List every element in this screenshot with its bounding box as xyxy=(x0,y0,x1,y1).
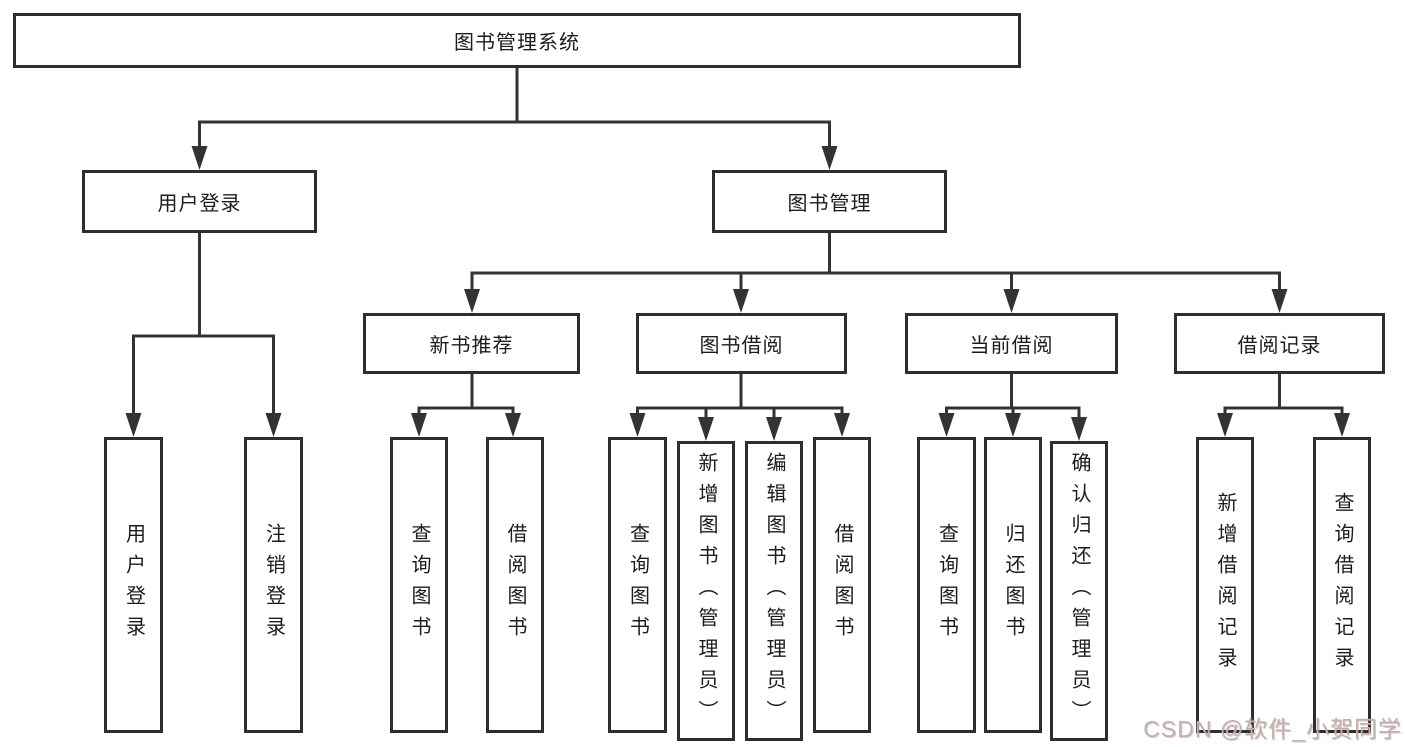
leaf-nb-borrow-books: 借阅图书 xyxy=(486,437,544,733)
node-root: 图书管理系统 xyxy=(13,13,1021,68)
node-current-borrow: 当前借阅 xyxy=(905,313,1118,374)
leaf-bb-edit-books-admin: 编辑图书（管理员） xyxy=(745,441,803,741)
leaf-bb-borrow-books: 借阅图书 xyxy=(813,437,871,733)
leaf-nb-query-books: 查询图书 xyxy=(390,437,448,733)
leaf-br-add-record: 新增借阅记录 xyxy=(1196,437,1254,733)
leaf-br-query-record: 查询借阅记录 xyxy=(1313,437,1371,733)
leaf-cb-confirm-return-admin: 确认归还（管理员） xyxy=(1050,441,1108,741)
leaf-cb-query-books: 查询图书 xyxy=(917,437,976,733)
node-book-management: 图书管理 xyxy=(712,170,947,233)
leaf-logout: 注销登录 xyxy=(244,437,303,733)
csdn-watermark: CSDN @软件_小贺同学 xyxy=(1143,716,1402,742)
node-new-book-recommend: 新书推荐 xyxy=(363,313,580,374)
leaf-user-login: 用户登录 xyxy=(104,437,163,733)
leaf-bb-add-books-admin: 新增图书（管理员） xyxy=(677,441,735,741)
node-user-login: 用户登录 xyxy=(82,170,317,233)
node-book-borrow: 图书借阅 xyxy=(636,313,847,374)
leaf-bb-query-books: 查询图书 xyxy=(608,437,667,733)
leaf-cb-return-books: 归还图书 xyxy=(984,437,1042,733)
node-borrow-records: 借阅记录 xyxy=(1174,313,1385,374)
